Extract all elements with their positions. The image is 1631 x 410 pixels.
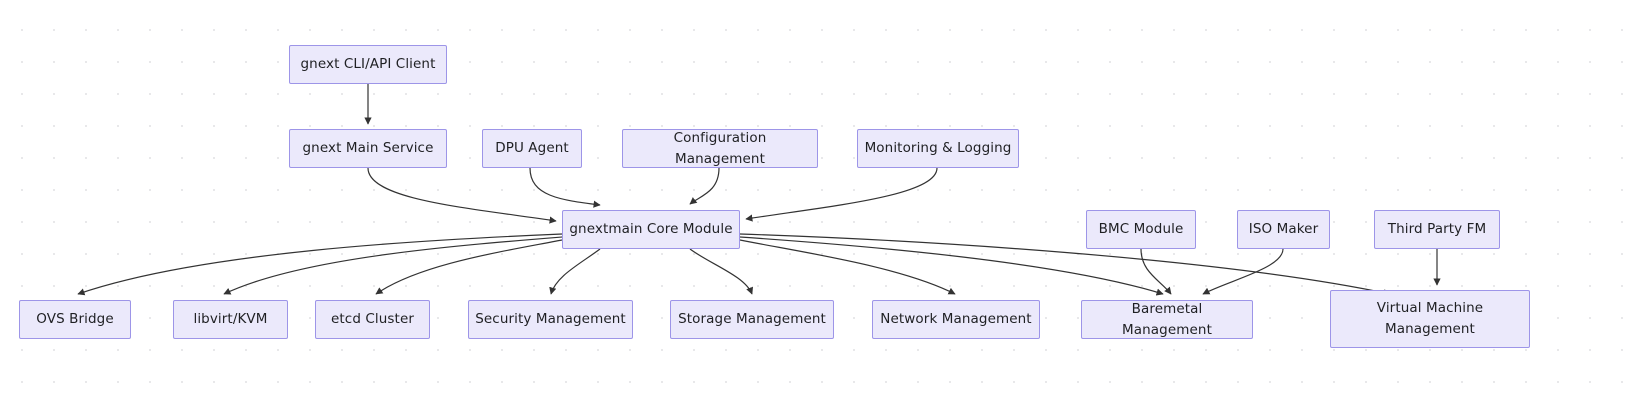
node-network[interactable]: Network Management [872,300,1040,339]
node-bmc[interactable]: BMC Module [1086,210,1196,249]
edge-core-to-libvirt [223,236,563,295]
node-iso[interactable]: ISO Maker [1237,210,1330,249]
node-vm[interactable]: Virtual Machine Management [1330,290,1530,348]
edge-main-to-core [367,167,557,224]
edge-core-to-storage [689,248,753,295]
node-label-ovs: OVS Bridge [36,311,114,328]
node-monitor[interactable]: Monitoring & Logging [857,129,1019,168]
node-storage[interactable]: Storage Management [670,300,834,339]
edge-core-to-security [549,248,601,295]
node-security[interactable]: Security Management [468,300,633,339]
node-label-monitor: Monitoring & Logging [864,140,1012,157]
edge-config-to-core [689,167,720,205]
node-libvirt[interactable]: libvirt/KVM [173,300,288,339]
edge-iso-to-baremetal [1202,248,1284,295]
node-label-vm: Virtual Machine Management [1376,300,1484,337]
edge-monitor-to-core [745,167,938,222]
edge-core-to-ovs [77,233,563,296]
node-label-main: gnext Main Service [302,140,434,157]
node-label-thirdparty: Third Party FM [1387,221,1487,238]
node-main[interactable]: gnext Main Service [289,129,447,168]
node-label-config: Configuration Management [673,129,767,167]
node-cli[interactable]: gnext CLI/API Client [289,45,447,84]
node-label-dpu: DPU Agent [495,140,569,157]
node-thirdparty[interactable]: Third Party FM [1374,210,1500,249]
node-label-storage: Storage Management [678,311,826,328]
node-label-core: gnextmain Core Module [569,221,733,238]
node-baremetal[interactable]: Baremetal Management [1081,300,1253,339]
edge-bmc-to-baremetal [1140,248,1172,295]
node-label-network: Network Management [880,311,1032,328]
node-label-security: Security Management [475,311,626,328]
edge-core-to-etcd [375,239,563,295]
node-label-bmc: BMC Module [1098,221,1184,238]
node-config[interactable]: Configuration Management [622,129,818,168]
node-label-libvirt: libvirt/KVM [193,311,268,328]
node-label-etcd: etcd Cluster [331,311,414,328]
node-label-cli: gnext CLI/API Client [300,56,436,73]
edge-dpu-to-core [529,167,601,208]
node-label-baremetal: Baremetal Management [1122,300,1212,338]
node-etcd[interactable]: etcd Cluster [315,300,430,339]
edge-paths [77,84,1441,297]
node-ovs[interactable]: OVS Bridge [19,300,131,339]
node-dpu[interactable]: DPU Agent [482,129,582,168]
node-core[interactable]: gnextmain Core Module [562,210,740,249]
node-label-iso: ISO Maker [1248,221,1319,238]
edge-core-to-network [739,239,956,295]
